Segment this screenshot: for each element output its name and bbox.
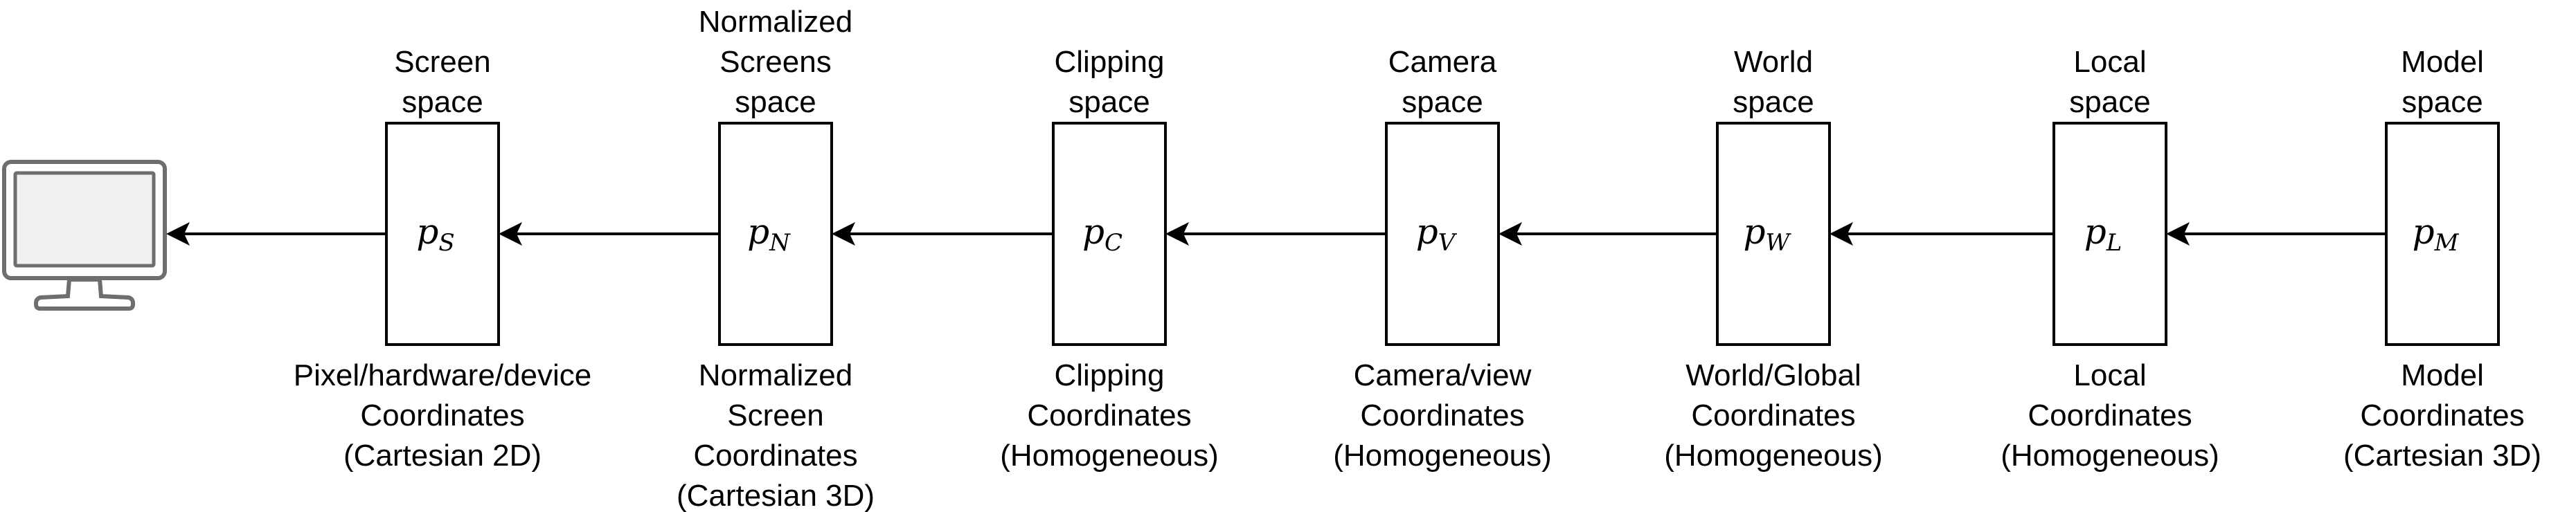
stage-bottom-label-line: Pixel/hardware/device [294, 358, 591, 392]
stage-bottom-label-line: Camera/view [1354, 358, 1532, 392]
arrow [1499, 222, 1717, 246]
stage-top-label-line: space [402, 85, 483, 119]
stage-bottom-label-line: (Cartesian 3D) [677, 479, 875, 512]
stage-box [1716, 122, 1831, 346]
arrow [2166, 222, 2386, 246]
stage-bottom-label-line: Coordinates [1691, 399, 1855, 432]
stage-bottom-label-line: (Homogeneous) [1333, 439, 1552, 473]
stage-box [2052, 122, 2167, 346]
stage-variable-subscript: W [1766, 229, 1792, 257]
stage-bottom-label-line: Local [2073, 358, 2146, 392]
stage-top-label-line: space [1733, 85, 1814, 119]
stage-top-label-line: Normalized [699, 5, 853, 39]
stage-w: pWWorldspaceWorld/GlobalCoordinates(Homo… [1664, 45, 1883, 473]
stage-bottom-label-line: Coordinates [1027, 399, 1191, 432]
stage-n: pNNormalizedScreensspaceNormalizedScreen… [677, 5, 875, 512]
stage-top-label-line: Camera [1388, 45, 1497, 79]
stage-bottom-label-line: Coordinates [693, 439, 857, 473]
arrow [166, 222, 386, 246]
stage-top-label-line: World [1734, 45, 1813, 79]
stage-variable-subscript: V [1438, 229, 1458, 257]
stage-bottom-label-line: Screen [727, 399, 823, 432]
stage-variable-subscript: S [438, 229, 454, 257]
stage-l: pLLocalspaceLocalCoordinates(Homogeneous… [2001, 45, 2219, 473]
stage-c: pCClippingspaceClippingCoordinates(Homog… [1000, 45, 1219, 473]
stage-top-label-line: space [2401, 85, 2483, 119]
stage-bottom-label-line: (Homogeneous) [2001, 439, 2219, 473]
stage-bottom-label-line: (Cartesian 3D) [2343, 439, 2541, 473]
stage-bottom-label-line: Coordinates [360, 399, 524, 432]
stage-bottom-label-line: Coordinates [2028, 399, 2192, 432]
stage-variable-subscript: L [2106, 229, 2122, 257]
stage-top-label-line: space [1402, 85, 1483, 119]
stage-top-label-line: space [2069, 85, 2150, 119]
stage-bottom-label-line: (Cartesian 2D) [343, 439, 542, 473]
arrow [499, 222, 719, 246]
arrow [1165, 222, 1386, 246]
stage-bottom-label-line: Coordinates [2360, 399, 2524, 432]
stage-variable-subscript: C [1104, 229, 1122, 257]
stage-top-label-line: space [735, 85, 816, 119]
stage-top-label-line: space [1068, 85, 1150, 119]
stage-bottom-label-line: Model [2401, 358, 2484, 392]
stage-variable: pV [1416, 212, 1458, 257]
stage-top-label-line: Model [2401, 45, 2484, 79]
stage-top-label-line: Clipping [1055, 45, 1165, 79]
stage-variable-subscript: N [769, 229, 791, 257]
stage-top-label-line: Screen [394, 45, 490, 79]
stage-variable-subscript: M [2434, 229, 2460, 257]
stage-box [718, 122, 833, 346]
stage-box [385, 122, 500, 346]
stage-bottom-label-line: Normalized [699, 358, 853, 392]
stage-bottom-label-line: Coordinates [1360, 399, 1524, 432]
stage-bottom-label-line: (Homogeneous) [1000, 439, 1219, 473]
stage-box [2385, 122, 2500, 346]
edges-layer [166, 222, 2386, 246]
stage-box [1385, 122, 1500, 346]
monitor-icon [2, 160, 167, 311]
stages-layer: pSScreenspacePixel/hardware/deviceCoordi… [294, 5, 2541, 512]
stage-bottom-label-line: World/Global [1685, 358, 1861, 392]
stage-s: pSScreenspacePixel/hardware/deviceCoordi… [294, 45, 591, 473]
stage-bottom-label-line: Clipping [1055, 358, 1165, 392]
arrow [832, 222, 1053, 246]
stage-top-label-line: Screens [719, 45, 831, 79]
stage-bottom-label-line: (Homogeneous) [1664, 439, 1883, 473]
stage-box [1052, 122, 1167, 346]
stage-top-label-line: Local [2073, 45, 2146, 79]
arrow [1830, 222, 2054, 246]
